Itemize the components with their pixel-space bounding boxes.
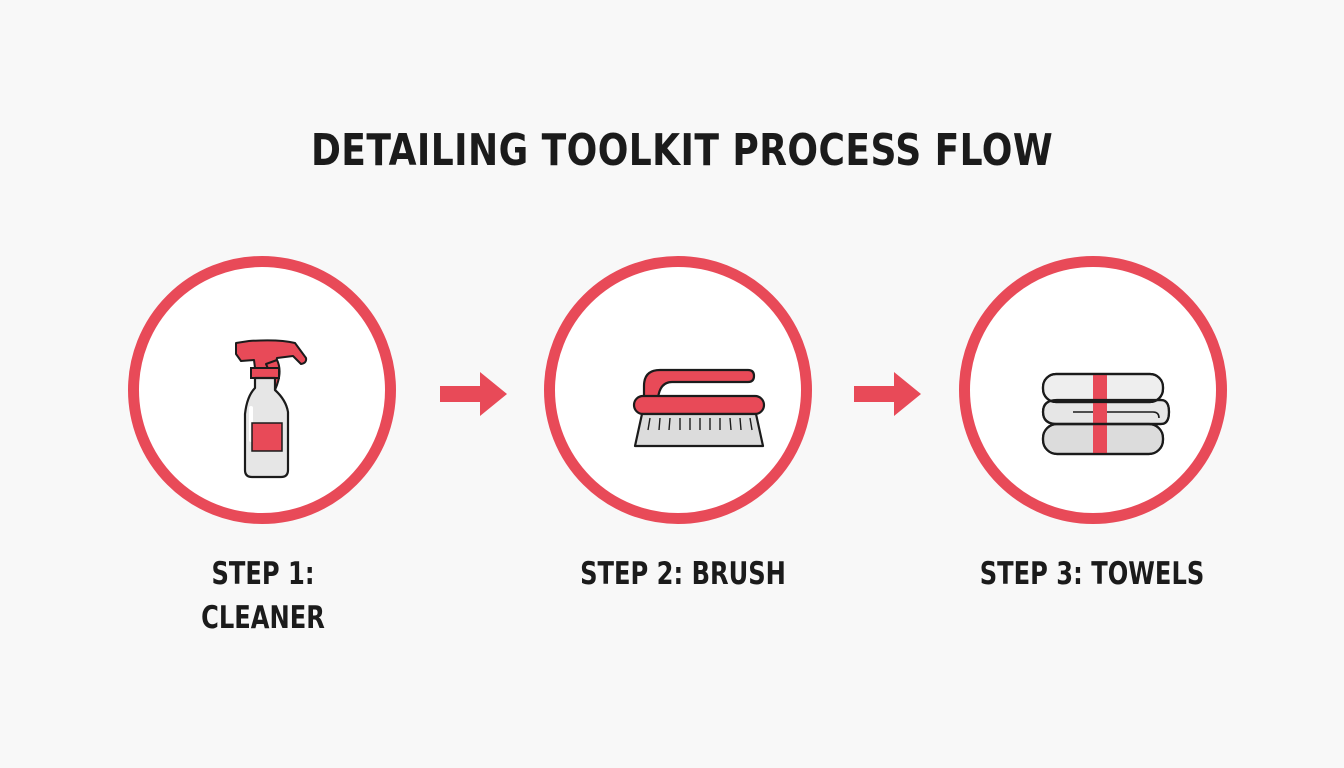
step-2-label: STEP 2: BRUSH [580,556,786,592]
spray-bottle-icon [162,290,362,490]
scrub-brush-icon [578,290,778,490]
step-1-circle [128,256,396,524]
step-3-label: STEP 3: TOWELS [979,556,1205,592]
step-3-circle [959,256,1227,524]
step-1-label: STEP 1: CLEANER [201,556,325,636]
arrow-right-icon [438,368,508,418]
towel-stack-icon [993,290,1193,490]
diagram-title: DETAILING TOOLKIT PROCESS FLOW [310,125,1054,176]
step-2-circle [544,256,812,524]
arrow-right-icon [852,368,922,418]
